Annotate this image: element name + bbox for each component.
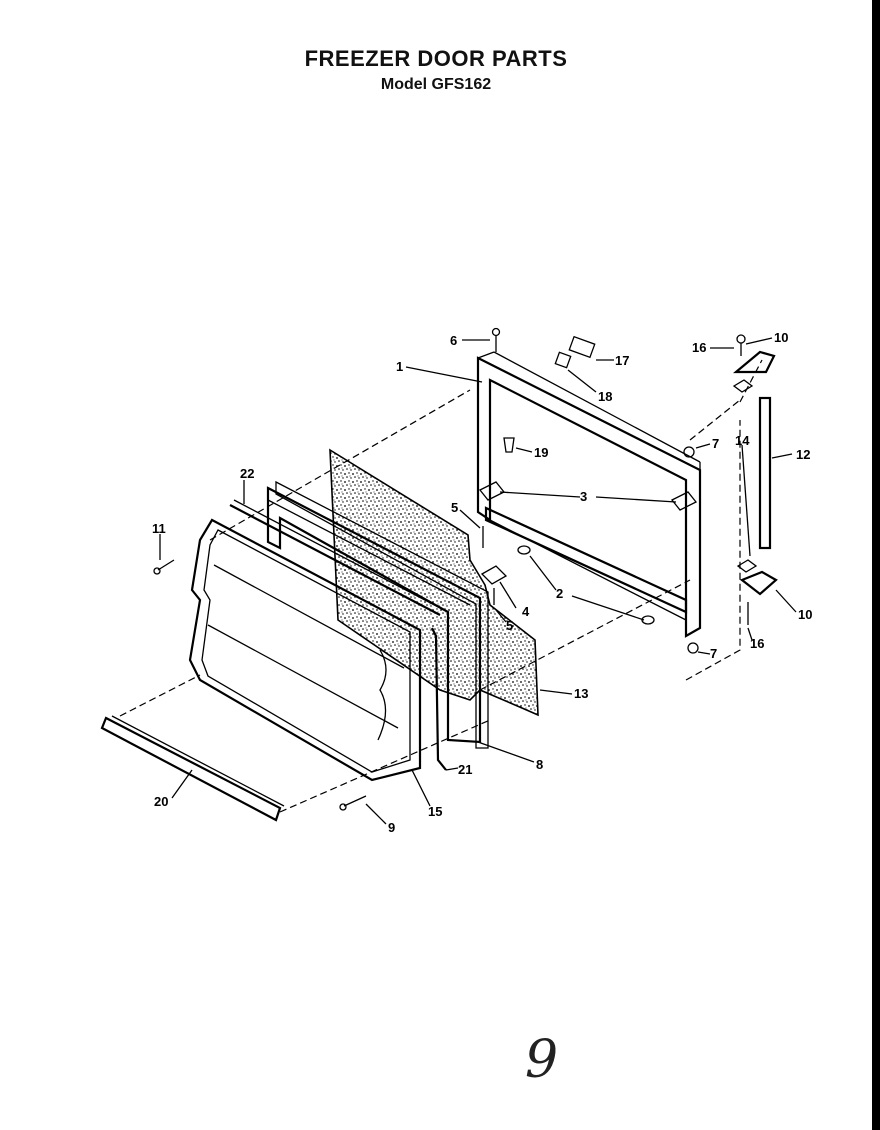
door-gasket	[266, 480, 489, 749]
scan-border	[872, 0, 880, 1130]
model-subtitle: Model GFS162	[380, 76, 492, 93]
callout-10: 10	[774, 330, 788, 345]
callout-20: 20	[154, 794, 168, 809]
callout-13: 13	[574, 686, 588, 701]
callout-16: 16	[692, 340, 706, 355]
callout-5b: 5	[506, 618, 513, 633]
door-frame	[476, 351, 702, 638]
callout-7: 7	[712, 436, 719, 451]
leader-lines	[159, 337, 797, 825]
callout-7b: 7	[710, 646, 717, 661]
alignment-lines	[119, 359, 763, 813]
callout-4: 4	[522, 604, 530, 619]
callout-6: 6	[450, 333, 457, 348]
hinge-hardware	[153, 327, 778, 811]
insulation-panel	[329, 448, 539, 717]
callout-11: 11	[152, 521, 166, 536]
callout-18: 18	[598, 389, 612, 404]
callout-21: 21	[458, 762, 472, 777]
callout-10b: 10	[798, 607, 812, 622]
breaker-strip	[229, 499, 445, 616]
callout-17: 17	[615, 353, 629, 368]
callout-12: 12	[796, 447, 810, 462]
callout-labels: 1 2 3 4 5 5 6 7 7 8 9 10 10 11 12 13 14 …	[152, 330, 812, 835]
diagram-title: FREEZER DOOR PARTS	[304, 46, 568, 71]
callout-14: 14	[735, 433, 750, 448]
callout-9: 9	[388, 820, 395, 835]
callout-15: 15	[428, 804, 442, 819]
callout-8: 8	[536, 757, 543, 772]
callout-19: 19	[534, 445, 548, 460]
callout-22: 22	[240, 466, 254, 481]
handwritten-page-number: 9	[525, 1030, 559, 1090]
door-shelf	[100, 715, 285, 822]
callout-1: 1	[396, 359, 403, 374]
callout-16b: 16	[750, 636, 764, 651]
callout-5: 5	[451, 500, 458, 515]
callout-2: 2	[556, 586, 563, 601]
door-liner	[188, 518, 422, 782]
callout-3: 3	[580, 489, 587, 504]
